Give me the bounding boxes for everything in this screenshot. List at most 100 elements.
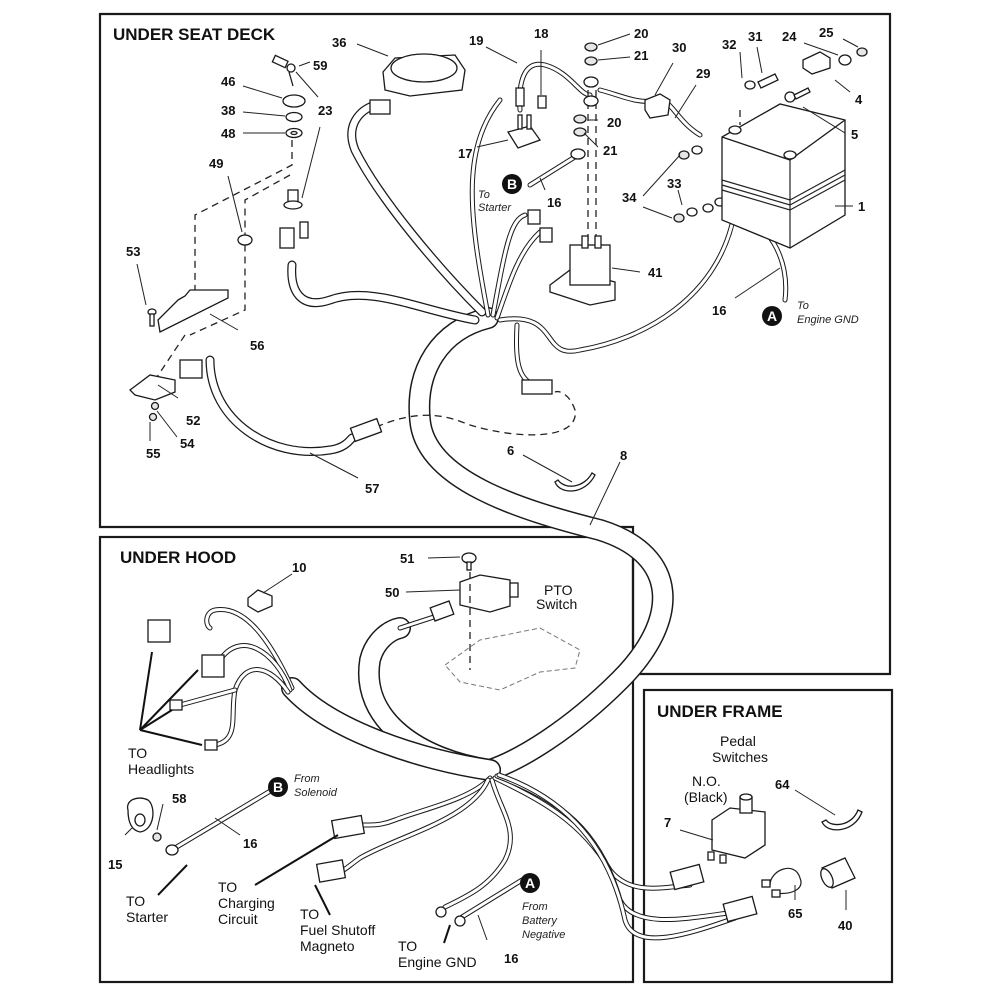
part-23-ignition-switch xyxy=(279,189,309,249)
note-to-charging-circuit: Circuit xyxy=(218,911,258,927)
part-number: 41 xyxy=(648,265,662,280)
part-40-cap xyxy=(820,857,856,889)
connector-57 xyxy=(349,417,383,443)
note-to-fuel-shutoff: Fuel Shutoff xyxy=(300,922,375,938)
svg-text:A: A xyxy=(767,308,777,324)
part-17-fuse-holder xyxy=(506,114,542,149)
solenoid-connector-b xyxy=(539,227,553,243)
svg-text:B: B xyxy=(273,779,283,795)
part-number: 23 xyxy=(318,103,332,118)
part-20-21-hardware xyxy=(570,42,599,160)
note-to-charging-circuit: TO xyxy=(218,879,237,895)
part-41-solenoid xyxy=(549,235,616,306)
part-number: 40 xyxy=(838,918,852,933)
part-number: 58 xyxy=(172,791,186,806)
part-52-seat-switch xyxy=(129,359,203,401)
ring-terminal-battery-neg xyxy=(454,915,466,927)
part-30-cover xyxy=(644,93,671,119)
under-frame-frame xyxy=(642,688,894,984)
headlight-connector-1 xyxy=(147,619,171,643)
part-number: 52 xyxy=(186,413,200,428)
part-number: 51 xyxy=(400,551,414,566)
svg-text:A: A xyxy=(525,875,535,891)
part-number: 59 xyxy=(313,58,327,73)
note-pedal-switches: Pedal xyxy=(720,733,756,749)
part-6-clamp xyxy=(554,472,596,492)
part-18-fuse xyxy=(537,95,547,109)
pto-mounting-bracket-outline xyxy=(444,627,581,691)
part-number: 5 xyxy=(851,127,858,142)
part-number: 65 xyxy=(788,906,802,921)
part-number: 20 xyxy=(607,115,621,130)
part-1-battery xyxy=(721,103,846,249)
part-65-jumper xyxy=(761,867,802,898)
note-pedal-switches: Switches xyxy=(712,749,768,765)
ring-terminal-engine-gnd xyxy=(435,906,447,918)
note-to-starter-seat: Starter xyxy=(478,202,512,214)
part-number: 54 xyxy=(180,436,195,451)
note-from-solenoid: Solenoid xyxy=(294,787,338,799)
note-pto-switch: PTO xyxy=(544,582,573,598)
seat-deck-wires xyxy=(205,61,789,456)
part-number: 25 xyxy=(819,25,833,40)
pto-connector xyxy=(429,600,455,622)
part-number: 33 xyxy=(667,176,681,191)
battery-hardware xyxy=(673,47,868,223)
part-number: 29 xyxy=(696,66,710,81)
part-number: 53 xyxy=(126,244,140,259)
note-to-engine-gnd: Engine GND xyxy=(398,954,477,970)
note-to-engine-gnd: TO xyxy=(398,938,417,954)
part-19-connector xyxy=(515,87,525,107)
note-to-headlights: TO xyxy=(128,745,147,761)
section-title-under-frame: UNDER FRAME xyxy=(657,702,783,721)
part-53-screw xyxy=(147,308,157,327)
fuel-shutoff-connector xyxy=(315,859,347,883)
part-number: 21 xyxy=(634,48,648,63)
part-55-nut xyxy=(148,412,158,422)
part-number: 21 xyxy=(603,143,617,158)
part-washer-stack xyxy=(282,94,306,139)
part-number: 64 xyxy=(775,777,790,792)
part-number: 38 xyxy=(221,103,235,118)
note-to-fuel-shutoff: TO xyxy=(300,906,319,922)
part-number: 34 xyxy=(622,190,637,205)
headlight-bulb-2 xyxy=(204,739,218,751)
part-number: 8 xyxy=(620,448,627,463)
ring-terminal-starter xyxy=(165,844,179,856)
part-number: 30 xyxy=(672,40,686,55)
charging-connector xyxy=(330,814,366,840)
badge-a-to-engine-gnd: A xyxy=(762,306,782,326)
part-number: 55 xyxy=(146,446,160,461)
part-49-washer xyxy=(237,234,253,246)
note-to-engine-gnd-seat: Engine GND xyxy=(797,314,859,326)
part-number: 20 xyxy=(634,26,648,41)
part-51-knob xyxy=(461,552,477,571)
solenoid-connector-a xyxy=(527,209,541,225)
part-number: 24 xyxy=(782,29,797,44)
part-number: 4 xyxy=(855,92,863,107)
note-to-charging-circuit: Charging xyxy=(218,895,275,911)
section-title-under-hood: UNDER HOOD xyxy=(120,548,236,567)
part-number: 46 xyxy=(221,74,235,89)
part-number: 1 xyxy=(858,199,865,214)
part-number: 15 xyxy=(108,857,122,872)
part-number: 10 xyxy=(292,560,306,575)
part-number: 36 xyxy=(332,35,346,50)
leader-lines xyxy=(124,33,859,944)
part-64-clamp xyxy=(821,809,863,831)
main-harness-tube xyxy=(281,100,674,781)
note-to-headlights: Headlights xyxy=(128,761,194,777)
section-title-under-seat-deck: UNDER SEAT DECK xyxy=(113,25,276,44)
part-number: 31 xyxy=(748,29,762,44)
part-15-starter-terminal xyxy=(126,797,154,833)
part-number: 7 xyxy=(664,815,671,830)
badge-b-from-solenoid: B xyxy=(268,777,288,797)
part-number: 16 xyxy=(504,951,518,966)
part-number: 50 xyxy=(385,585,399,600)
part-number-labels: 36 19 18 20 21 30 29 32 31 24 25 4 5 1 5… xyxy=(108,25,865,966)
note-to-fuel-shutoff: Magneto xyxy=(300,938,355,954)
part-number: 6 xyxy=(507,443,514,458)
headlight-connector-2 xyxy=(201,654,225,678)
badge-a-from-battery-negative: A xyxy=(520,873,540,893)
